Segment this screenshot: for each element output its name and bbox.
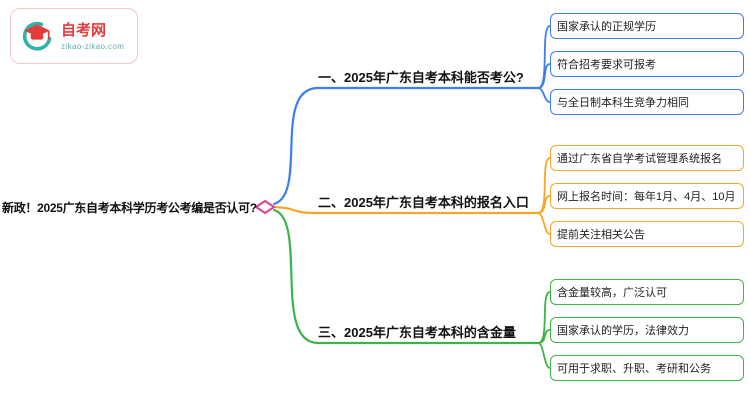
- branch3-leaf1-edge: [537, 291, 551, 344]
- leaf-node: 提前关注相关公告: [550, 221, 744, 247]
- root-node: 新政！2025广东自考本科学历考公考编是否认可?: [2, 201, 257, 215]
- logo: 自考网 zikao-zikao.com: [10, 8, 138, 64]
- logo-title: 自考网: [61, 21, 107, 39]
- leaf-node: 可用于求职、升职、考研和公务: [550, 355, 744, 381]
- leaf-node: 国家承认的正规学历: [550, 13, 744, 39]
- branch-node-2: 二、2025年广东自考本科的报名入口: [318, 195, 529, 210]
- branch-node-3: 三、2025年广东自考本科的含金量: [318, 325, 516, 340]
- branch3-trunk-edge: [272, 208, 540, 345]
- branch2-trunk-edge: [272, 205, 540, 215]
- logo-subtitle: zikao-zikao.com: [61, 41, 125, 51]
- logo-text: 自考网 zikao-zikao.com: [61, 22, 124, 51]
- leaf-node: 含金量较高，广泛认可: [550, 279, 744, 305]
- branch1-leaf3-edge: [537, 87, 551, 103]
- leaf-node: 符合招考要求可报考: [550, 51, 744, 77]
- branch1-trunk-edge: [272, 86, 540, 206]
- branch2-leaf3-edge: [537, 212, 551, 235]
- graduation-cap-icon: [22, 21, 52, 51]
- branch2-leaf2-edge: [537, 195, 551, 214]
- branch3-leaf3-edge: [537, 342, 551, 369]
- root-diamond-icon: [254, 199, 276, 215]
- leaf-node: 通过广东省自学考试管理系统报名: [550, 145, 744, 171]
- leaf-node: 与全日制本科生竞争力相同: [550, 89, 744, 115]
- branch-node-1: 一、2025年广东自考本科能否考公?: [318, 70, 524, 85]
- leaf-node: 国家承认的学历，法律效力: [550, 317, 744, 343]
- leaf-node: 网上报名时间：每年1月、4月、10月: [550, 183, 744, 209]
- branch1-leaf2-edge: [537, 63, 551, 89]
- branch3-leaf2-edge: [537, 329, 551, 344]
